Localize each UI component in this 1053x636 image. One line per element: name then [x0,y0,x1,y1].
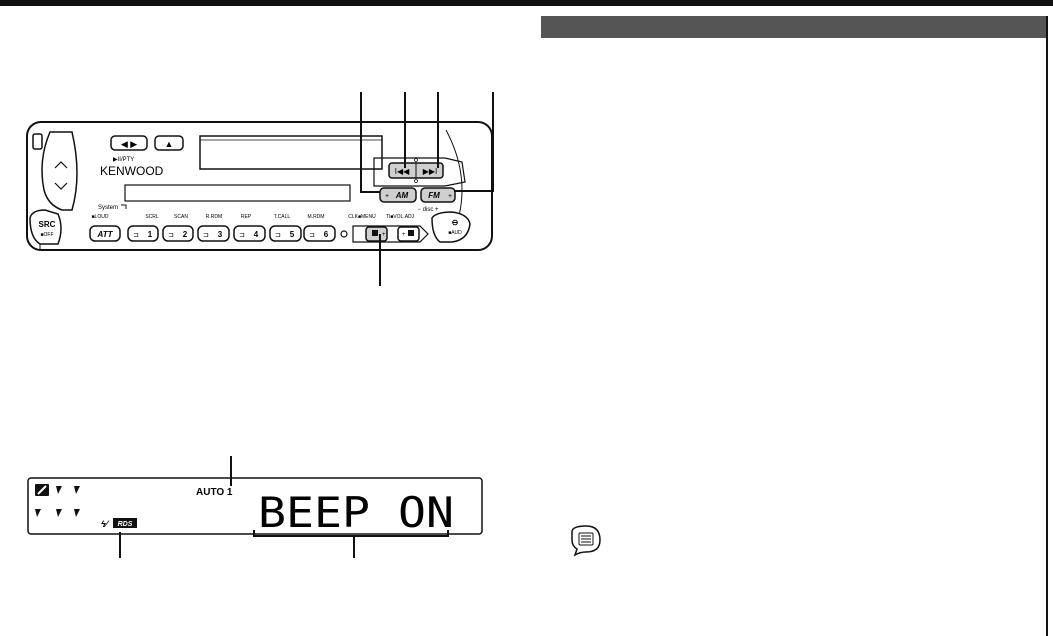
svg-text:⊐: ⊐ [133,232,139,239]
preset-2-sub: SCAN [174,214,188,220]
preset-3-label: 3 [218,230,223,239]
lcd-segment-c [35,509,41,517]
display-window [124,184,351,202]
lcd-segment-e [74,509,80,517]
display-callouts [119,456,449,558]
lcd-main-text: BEEP ON [258,488,454,537]
fm-label: FM [428,191,440,200]
disc-label: − disc + [417,207,439,213]
seek-back-icon: I◀◀ [395,167,410,176]
src-button[interactable] [29,209,62,245]
preset-button-2[interactable] [162,225,194,242]
preset-2-label: 2 [183,230,188,239]
preset-1-sub: SCRL [145,214,159,220]
preset-4-label: 4 [254,230,259,239]
faceplate-callouts [360,92,494,286]
preset-button-6[interactable] [303,225,336,242]
svg-text:⊐: ⊐ [168,232,174,239]
ti-vol-adj-label: TI■VOL.ADJ [386,214,415,220]
volume-down-icon [54,182,68,190]
lcd-segment-b [74,486,80,494]
top-rule [0,0,1053,6]
play-direction-icon: ◀ ▶ [121,139,137,149]
lcd-rds-text: RDS [118,521,133,528]
preset-1-label: 1 [148,230,153,239]
cassette-slot [199,135,383,170]
clk-menu-label: CLK■MENU [348,214,376,220]
lcd-display: ϟ⁄ RDS AUTO 1 BEEP ON [27,477,483,537]
right-margin-rule [1046,16,1048,636]
eject-icon: ▲ [165,139,174,149]
svg-text:⊐: ⊐ [203,232,209,239]
preset-4-sub: REP [241,214,252,220]
src-off-label: ■OFF [40,232,53,238]
am-label: AM [395,191,409,200]
lcd-rds-badge [113,518,137,528]
preset-button-4[interactable] [233,225,266,242]
callout-main-bracket [253,530,449,537]
callout-fm [454,92,494,192]
faceplate: ◀ ▶ ▲ ▶II/PTY KENWOOD System I◀◀ ▶▶I + A… [26,121,493,251]
preset-3-sub: R.RDM [206,214,222,220]
aud-icon: ⊖ [452,218,459,227]
system-icon [121,204,127,209]
play-direction-button[interactable] [110,135,148,151]
lcd-segment-a [56,486,62,494]
section-header-bar [541,16,1046,38]
release-tab[interactable] [32,133,43,150]
preset-button-3[interactable] [197,225,230,242]
note-icon [571,525,601,557]
lcd-segment-d [56,509,62,517]
play-pause-pty-label: ▶II/PTY [113,157,134,163]
preset-5-sub: T.CALL [274,214,291,220]
preset-6-sub: M.RDM [308,214,325,220]
svg-text:+: + [402,232,406,238]
aud-label: ■AUD [448,230,462,236]
loud-label: ■LOUD [92,214,109,220]
am-button[interactable] [379,187,417,203]
seek-forward-icon: ▶▶I [423,167,438,176]
lcd-rds-icon: ϟ⁄ [101,519,110,529]
src-label: SRC [39,220,56,229]
system-label: System [98,205,118,211]
lcd-auto-text: AUTO 1 [196,487,233,498]
volume-up-icon [54,161,68,169]
fm-button[interactable] [420,187,456,203]
svg-text:⊐: ⊐ [239,232,245,239]
indicator-led [340,230,348,238]
aud-button[interactable] [431,211,471,243]
preset-6-label: 6 [324,230,329,239]
preset-5-label: 5 [290,230,295,239]
svg-text:⊐: ⊐ [309,232,315,239]
svg-text:⊐: ⊐ [275,232,281,239]
preset-button-1[interactable] [127,225,159,242]
svg-text:+: + [382,232,386,238]
att-button[interactable] [89,225,121,242]
eject-button[interactable] [154,135,184,151]
volume-knob[interactable] [41,131,78,211]
brand-logo: KENWOOD [100,164,164,178]
svg-text:+: + [448,193,452,200]
att-label: ATT [97,230,114,239]
callout-am [360,92,380,193]
svg-text:+: + [385,193,389,200]
preset-button-5[interactable] [269,225,302,242]
